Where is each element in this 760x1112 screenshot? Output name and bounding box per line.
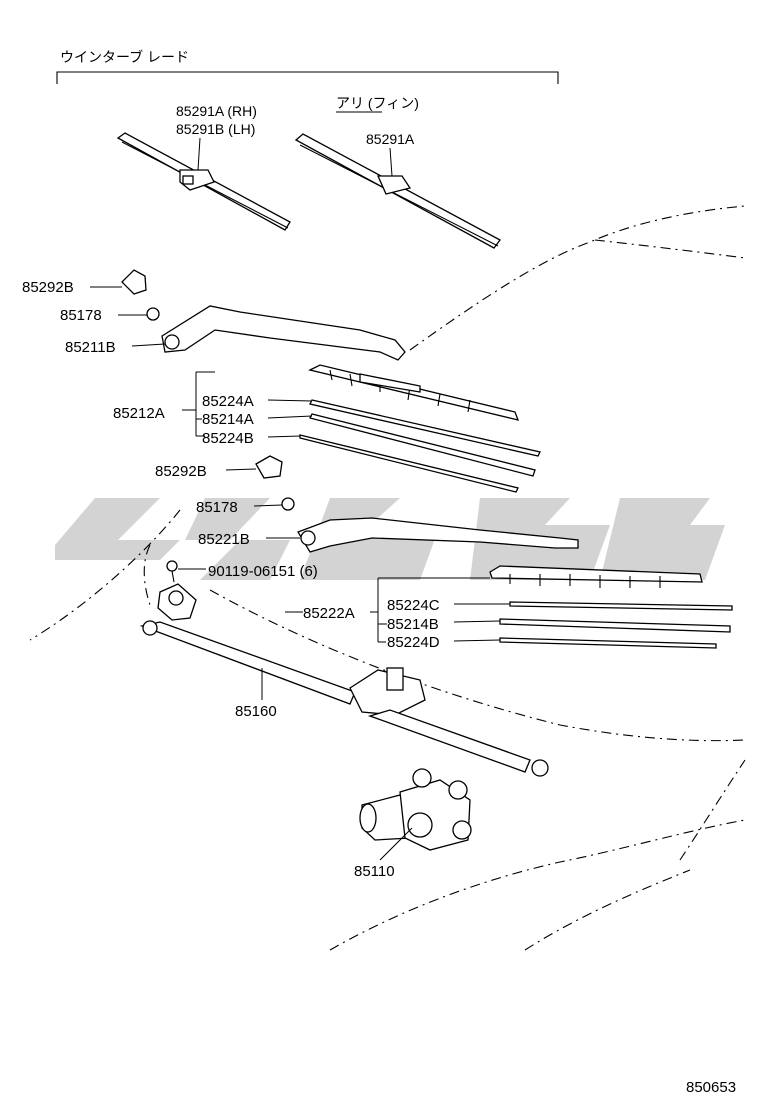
- leader-85224d: [453, 639, 501, 642]
- label-85292b-top: 85292B: [22, 279, 74, 296]
- label-85224d: 85224D: [387, 634, 440, 651]
- leader-85224a: [267, 399, 313, 402]
- label-85291a-fin: 85291A: [366, 131, 415, 147]
- leader-85214b: [453, 620, 501, 623]
- leader-85291: [197, 137, 201, 171]
- leader-85291a-fin: [389, 147, 393, 177]
- wiper-linkage-85160: [139, 583, 549, 777]
- blade-assembly-85222a: [489, 565, 733, 649]
- leader-85211b: [131, 343, 166, 347]
- leader-85178-mid: [253, 504, 283, 507]
- header-bracket: [56, 71, 559, 84]
- cap-85292b-top: [121, 269, 147, 295]
- label-85224c: 85224C: [387, 597, 440, 614]
- header-title: ウインターブ レード: [60, 49, 189, 65]
- nut-85178-mid: [281, 497, 295, 511]
- fin-variant-note: アリ (フィン): [336, 95, 419, 111]
- label-85212a: 85212A: [113, 405, 165, 422]
- label-90119: 90119-06151 (6): [208, 563, 318, 580]
- label-85178-mid: 85178: [196, 499, 238, 516]
- blade-assembly-85212a: [299, 364, 541, 493]
- label-85178-top: 85178: [60, 307, 102, 324]
- label-85211b: 85211B: [65, 339, 116, 356]
- wiper-arm-85221b: [297, 517, 579, 553]
- label-85291a-rh: 85291A (RH): [176, 103, 257, 119]
- label-85221b: 85221B: [198, 531, 250, 548]
- bracket-85222a: [377, 577, 490, 643]
- leader-85110: [379, 827, 413, 861]
- wiper-arm-85211b: [161, 305, 406, 361]
- label-85224b: 85224B: [202, 430, 254, 447]
- nut-85178-top: [146, 307, 160, 321]
- leader-85214a: [267, 415, 313, 419]
- wiper-motor-85110: [359, 768, 472, 851]
- leader-85224b: [267, 435, 301, 438]
- bolt-90119: [166, 560, 178, 583]
- diagram-code: 850653: [686, 1079, 736, 1096]
- label-85292b-mid: 85292B: [155, 463, 207, 480]
- label-85224a: 85224A: [202, 393, 254, 410]
- label-85160: 85160: [235, 703, 277, 720]
- leader-85292b-mid: [225, 468, 257, 471]
- label-85291b-lh: 85291B (LH): [176, 121, 255, 137]
- label-85110: 85110: [354, 863, 395, 880]
- label-85214a: 85214A: [202, 411, 254, 428]
- label-85214b: 85214B: [387, 616, 439, 633]
- wiper-blade-85291a-fin: [294, 133, 501, 249]
- label-85222a: 85222A: [303, 605, 355, 622]
- vehicle-body-outline: [29, 205, 746, 951]
- bracket-85212a: [195, 371, 215, 437]
- wiper-blade-85291: [116, 132, 291, 231]
- cap-85292b-mid: [255, 455, 283, 479]
